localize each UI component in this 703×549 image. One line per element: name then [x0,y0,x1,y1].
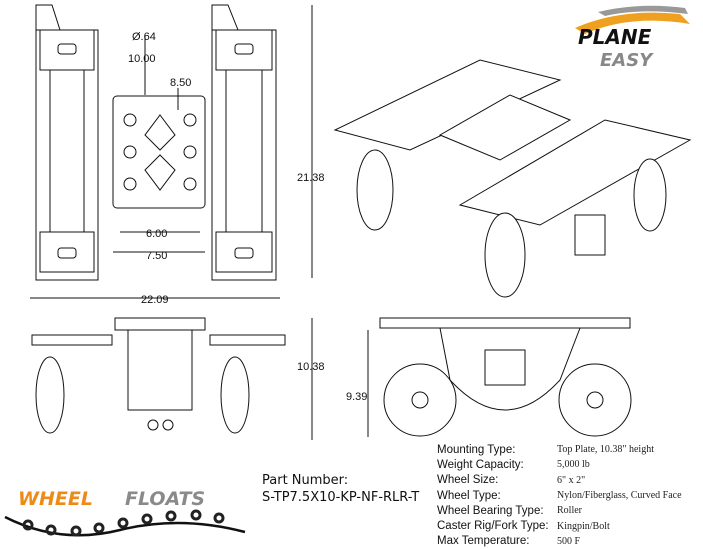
specs-table: Mounting Type: Top Plate, 10.38" height W… [437,442,682,549]
top-plate-plan [112,95,206,209]
spec-key: Wheel Size: [437,474,499,487]
spec-value: Roller [557,505,582,517]
part-number-value: S-TP7.5X10-KP-NF-RLR-T [262,490,420,505]
spec-row: Max Temperature: 500 F [437,534,682,549]
spec-key: Caster Rig/Fork Type: [437,520,549,533]
spec-key: Wheel Bearing Type: [437,504,544,517]
dim-overall-height: 10.38 [297,361,325,373]
logo-wheels-icon [22,509,225,537]
logo-text-easy: EASY [600,50,654,71]
logo-swoosh-gray [598,5,688,16]
spec-row: Caster Rig/Fork Type: Kingpin/Bolt [437,518,682,533]
dim-plate-length: 10.00 [128,53,156,65]
logo-text-floats: FLOATS [125,488,205,510]
spec-key: Mounting Type: [437,443,516,456]
spec-row: Wheel Bearing Type: Roller [437,503,682,518]
logo-text-plane: PLANE [578,25,652,49]
logo-swoosh-orange [575,12,690,35]
spec-key: Weight Capacity: [437,458,524,471]
dim-overall-width: 22.09 [141,294,169,306]
spec-value: Top Plate, 10.38" height [557,444,654,456]
wheel-floats-logo: WHEEL FLOATS [4,488,246,537]
plan-view [30,4,369,440]
dim-hole-diameter: Ø.64 [132,31,156,43]
dim-side-height: 9.39 [346,391,367,403]
right-caster-plan [211,4,277,281]
spec-value: Nylon/Fiberglass, Curved Face [557,490,682,502]
dim-overall-length: 21.38 [297,172,325,184]
part-number-label: Part Number: [262,473,349,488]
logo-wave [4,515,246,537]
left-caster-plan [35,4,99,281]
spec-value: 5,000 lb [557,459,590,471]
part-number-block: Part Number: S-TP7.5X10-KP-NF-RLR-T [262,472,419,506]
dimension-lines [30,5,369,440]
spec-key: Max Temperature: [437,535,530,548]
spec-row: Wheel Size: 6" x 2" [437,473,682,488]
dim-plate-bolt-length: 8.50 [170,77,191,89]
spec-row: Wheel Type: Nylon/Fiberglass, Curved Face [437,488,682,503]
spec-key: Wheel Type: [437,489,501,502]
dim-plate-width: 7.50 [146,250,167,262]
side-view [379,317,632,437]
spec-value: Kingpin/Bolt [557,520,610,532]
front-view [31,317,286,434]
spec-value: 500 F [557,535,581,547]
isometric-view [333,59,692,298]
spec-value: 6" x 2" [557,474,586,486]
plane-easy-logo: PLANE EASY [575,5,690,71]
spec-row: Weight Capacity: 5,000 lb [437,457,682,472]
logo-text-wheel: WHEEL [18,488,93,510]
dim-bolt-width: 6.00 [146,228,167,240]
spec-row: Mounting Type: Top Plate, 10.38" height [437,442,682,457]
